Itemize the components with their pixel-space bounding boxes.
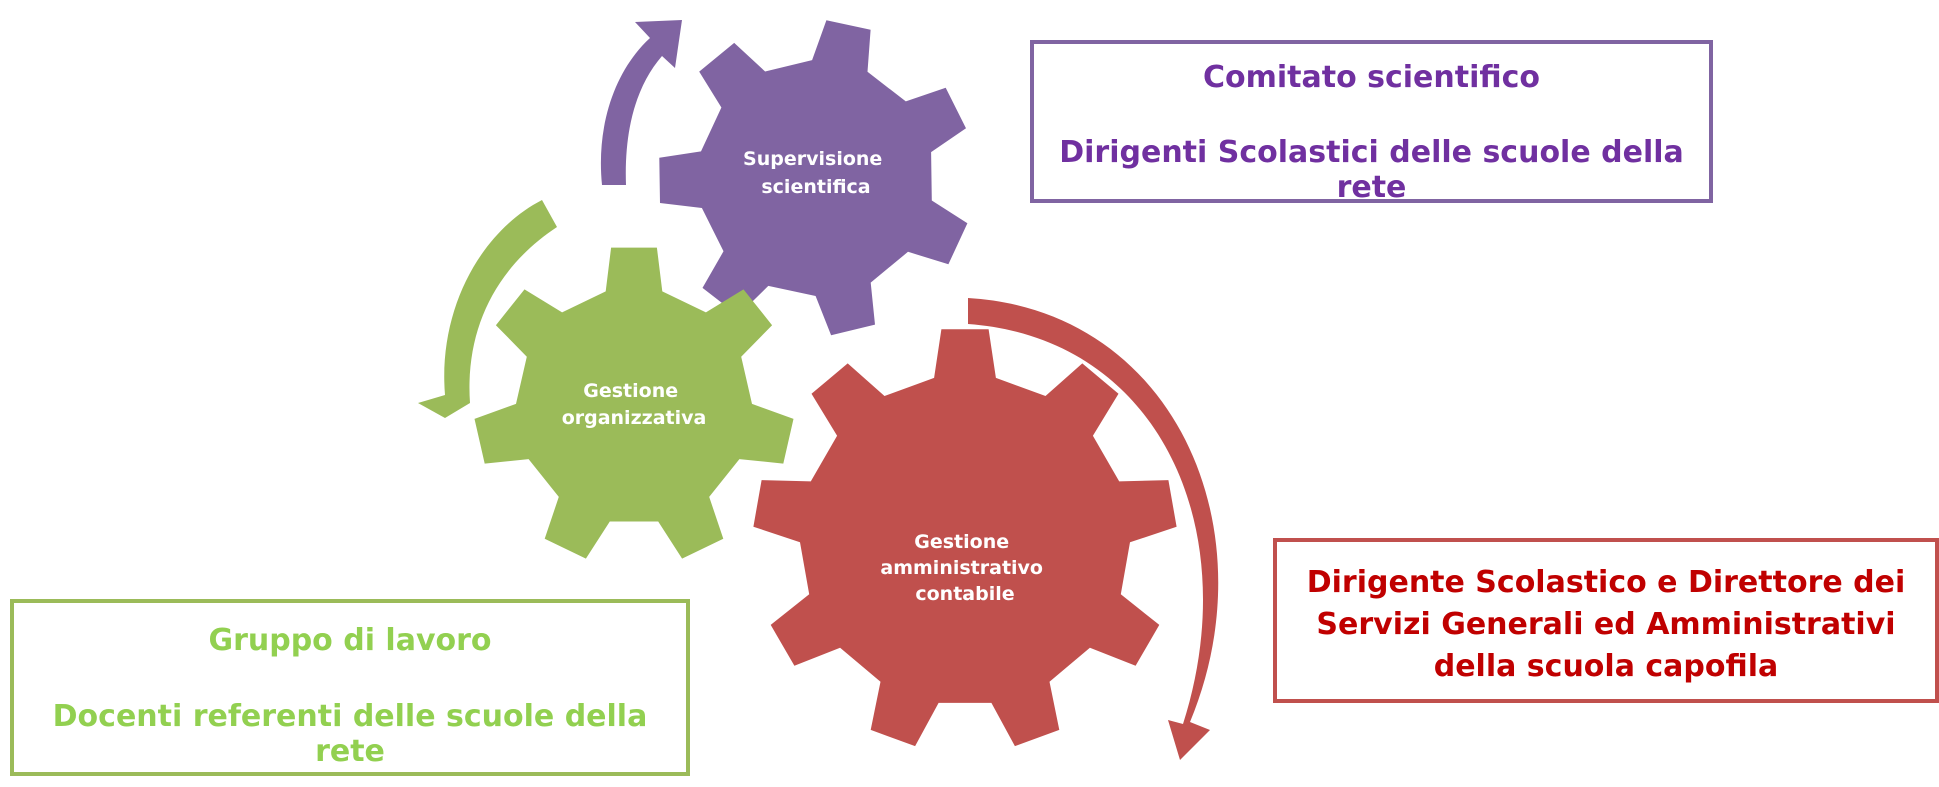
green-cycle-arrow <box>418 200 557 418</box>
comitato-scientifico-box: Comitato scientifico Dirigenti Scolastic… <box>1030 40 1713 205</box>
green-gear <box>474 247 794 559</box>
red-gear <box>753 329 1177 747</box>
red-gear-label: Gestione amministrativo contabile <box>880 531 1049 605</box>
purple-gear-label: Supervisione scientifica <box>743 148 889 198</box>
comitato-scientifico-title: Comitato scientifico <box>1202 60 1541 95</box>
red-cycle-arrow <box>968 298 1219 760</box>
dirigenti-scolastici-text: Dirigenti Scolastici delle scuole della … <box>1059 135 1684 205</box>
dirigente-dsga-box: Dirigente Scolastico e Direttore dei Ser… <box>1273 538 1939 703</box>
green-gear-label: Gestione organizzativa <box>562 380 707 429</box>
gruppo-di-lavoro-title: Gruppo di lavoro <box>208 623 492 658</box>
purple-gear <box>659 20 968 336</box>
dirigente-dsga-text: Dirigente Scolastico e Direttore dei Ser… <box>1306 565 1906 684</box>
docenti-referenti-text: Docenti referenti delle scuole della ret… <box>52 699 648 769</box>
gruppo-di-lavoro-box: Gruppo di lavoro Docenti referenti delle… <box>10 599 690 776</box>
purple-cycle-arrow <box>600 20 682 185</box>
